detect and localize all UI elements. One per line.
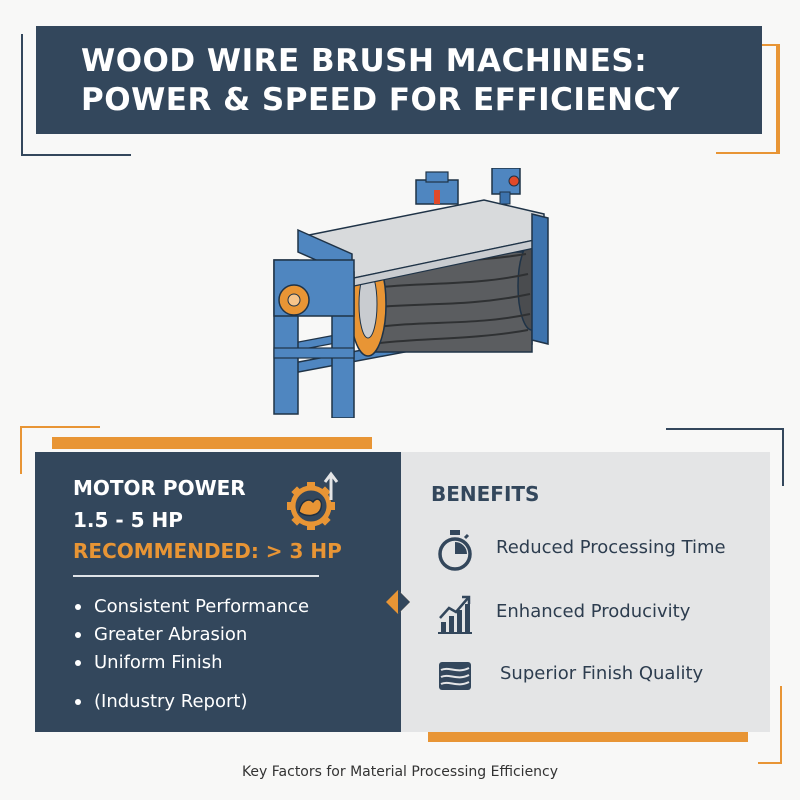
list-item: Greater Abrasion [75, 621, 309, 649]
accent-bar-top [52, 437, 372, 449]
panel-frame-top-right-decoration [666, 428, 784, 486]
motor-benefit-list: Consistent Performance Greater Abrasion … [75, 593, 309, 677]
motor-gear-arm-icon [287, 471, 339, 530]
source-note-label: (Industry Report) [94, 691, 248, 712]
benefit-label: Reduced Processing Time [496, 537, 726, 558]
bullet-dot [75, 660, 81, 666]
motor-power-recommendation: RECOMMENDED: > 3 HP [73, 539, 342, 563]
list-item-label: Greater Abrasion [94, 624, 248, 645]
bullet-dot [75, 604, 81, 610]
bullet-dot [75, 632, 81, 638]
motor-power-panel: MOTOR POWER 1.5 - 5 HP RECOMMENDED: > 3 … [35, 452, 401, 732]
motor-divider [73, 575, 319, 577]
source-note: (Industry Report) [75, 691, 247, 712]
benefit-label: Superior Finish Quality [500, 663, 704, 684]
benefits-heading: BENEFITS [431, 482, 540, 506]
panel-frame-top-left-decoration [20, 426, 100, 474]
list-item: Consistent Performance [75, 593, 309, 621]
motor-power-range: 1.5 - 5 HP [73, 508, 183, 532]
title-line-1: WOOD WIRE BRUSH MACHINES: [81, 43, 648, 79]
bar-chart-growth-icon [438, 595, 472, 634]
accent-bar-bottom [428, 732, 748, 742]
title-line-2: POWER & SPEED FOR EFFICIENCY [81, 82, 680, 118]
list-item: Uniform Finish [75, 649, 309, 677]
list-item-label: Consistent Performance [94, 596, 310, 617]
wood-grain-icon [439, 662, 471, 690]
title-banner: WOOD WIRE BRUSH MACHINES: POWER & SPEED … [36, 26, 762, 134]
wire-brush-machine-illustration [273, 168, 549, 418]
connector-diamond [386, 590, 410, 614]
motor-power-heading: MOTOR POWER [73, 476, 246, 500]
benefits-panel: BENEFITS Reduced Processing Time Enhance… [401, 452, 770, 732]
title-frame-left-decoration [21, 34, 131, 156]
bullet-dot [75, 699, 81, 705]
list-item-label: Uniform Finish [94, 652, 223, 673]
benefit-label: Enhanced Producivity [496, 601, 691, 622]
figure-caption: Key Factors for Material Processing Effi… [241, 764, 559, 780]
page-title: WOOD WIRE BRUSH MACHINES: POWER & SPEED … [81, 42, 680, 120]
panel-frame-bottom-right-decoration [758, 686, 782, 764]
stopwatch-icon [438, 530, 472, 571]
